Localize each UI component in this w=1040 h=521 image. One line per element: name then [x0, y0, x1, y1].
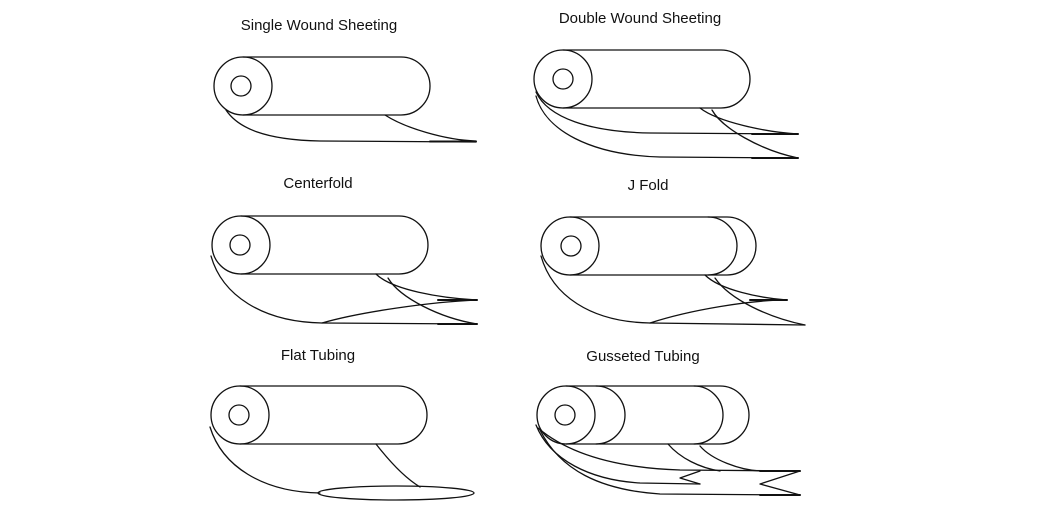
- gusseted-tubing: Gusseted Tubing: [535, 348, 801, 496]
- tube-film: [209, 426, 475, 501]
- gusseted-film: [535, 424, 801, 496]
- roll-core: [229, 234, 251, 256]
- roll-body: [536, 385, 750, 445]
- film-sheet-outer: [535, 95, 799, 159]
- tube-opening: [317, 485, 475, 501]
- roll-core: [560, 235, 582, 257]
- film-sheet: [225, 109, 477, 143]
- diagram-label: Centerfold: [283, 175, 352, 192]
- roll-body: [540, 216, 757, 276]
- flat-tubing: Flat Tubing: [209, 347, 475, 501]
- folded-film: [540, 255, 806, 326]
- centerfold: Centerfold: [210, 175, 478, 325]
- roll-body: [210, 385, 428, 445]
- roll-core: [552, 68, 574, 90]
- roll-body: [211, 215, 429, 275]
- roll-body: [213, 56, 431, 116]
- roll-core: [228, 404, 250, 426]
- diagram-label: Flat Tubing: [281, 347, 355, 364]
- roll-body: [533, 49, 751, 109]
- j-fold: J Fold: [540, 177, 806, 326]
- diagram-label: Gusseted Tubing: [586, 348, 699, 365]
- double-wound-sheeting: Double Wound Sheeting: [533, 10, 799, 159]
- film-sheet-inner: [535, 91, 799, 135]
- diagram-label: J Fold: [628, 177, 669, 194]
- roll-core: [230, 75, 252, 97]
- single-wound-sheeting: Single Wound Sheeting: [213, 17, 477, 143]
- diagram-label: Double Wound Sheeting: [559, 10, 721, 27]
- diagram-label: Single Wound Sheeting: [241, 17, 398, 34]
- roll-core: [554, 404, 576, 426]
- folded-film: [210, 255, 478, 325]
